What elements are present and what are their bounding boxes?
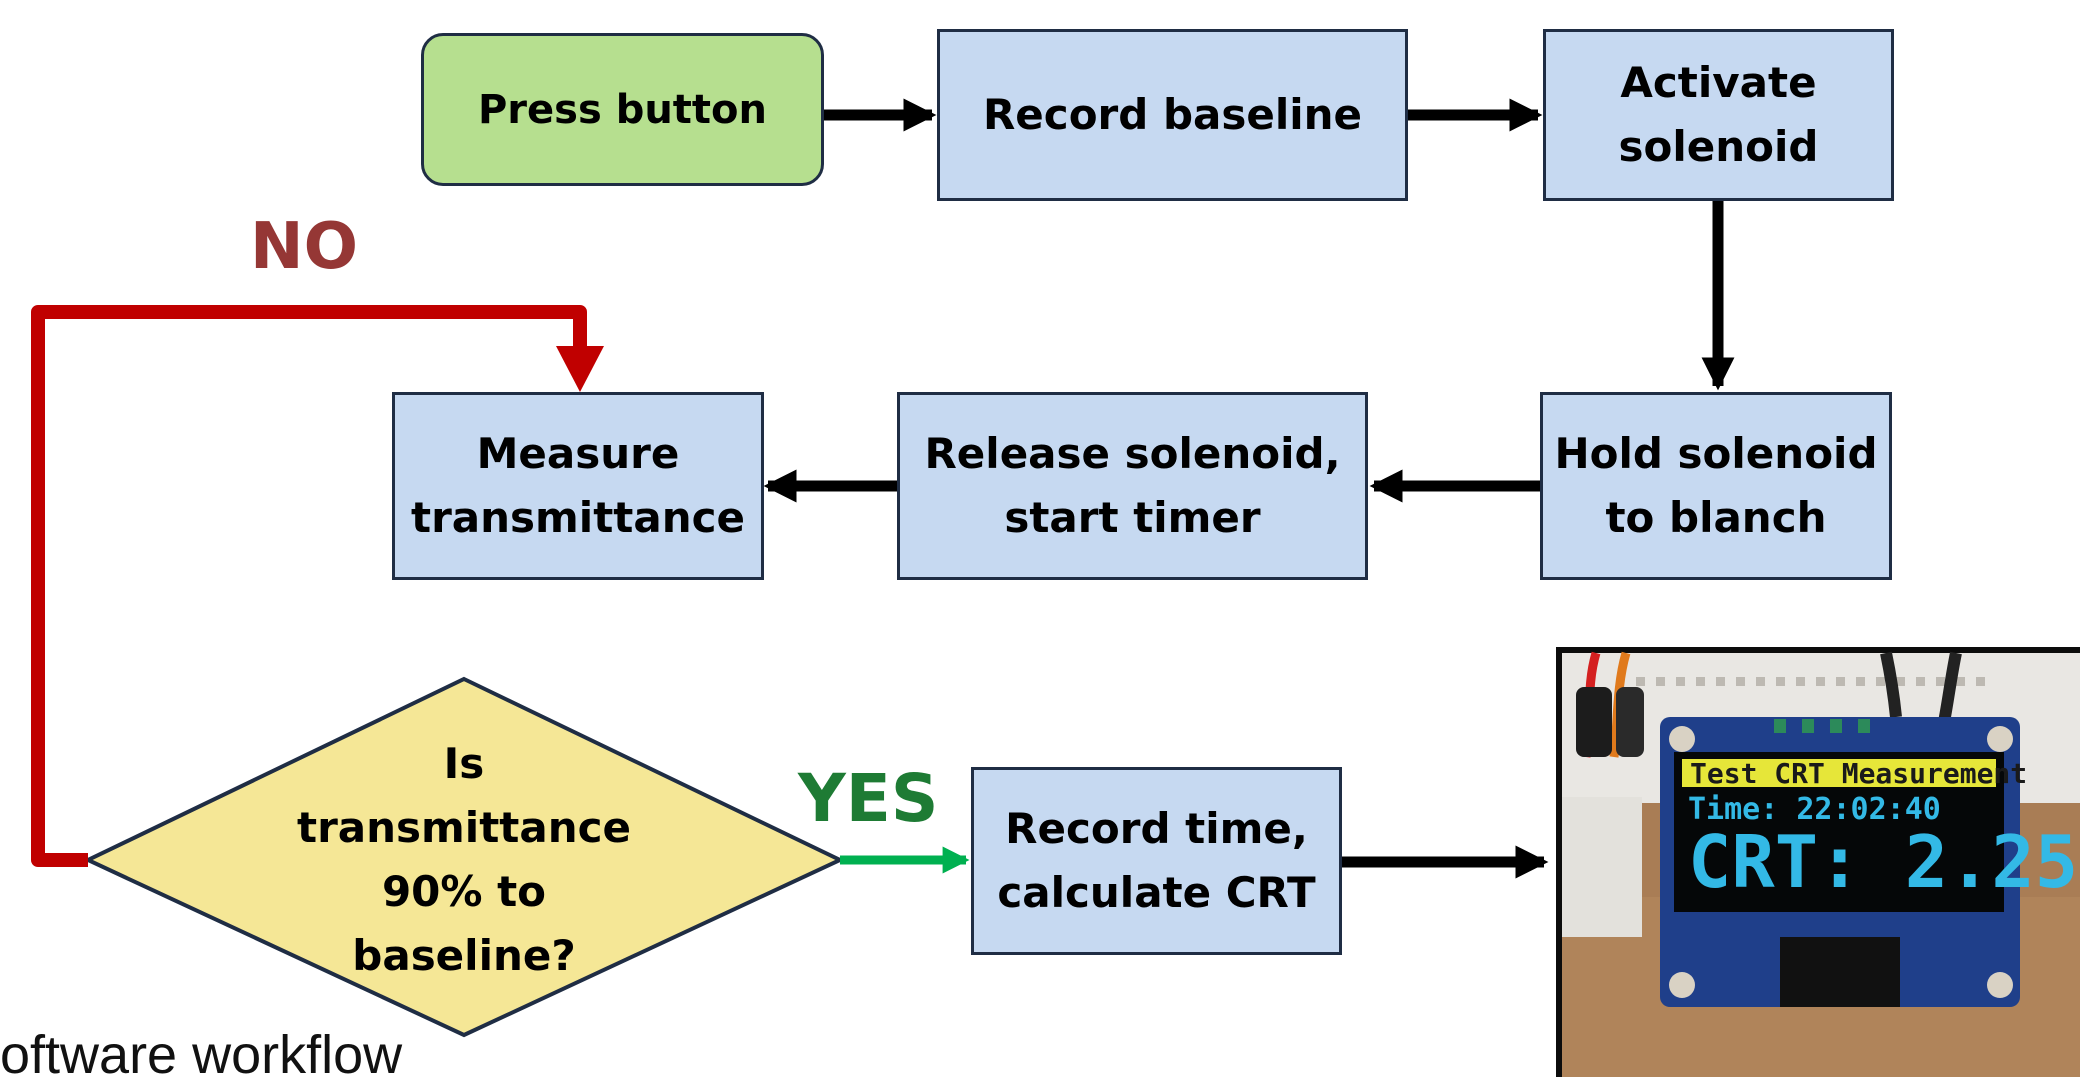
- oled-display-photo: Test CRT Measurement Time: 22:02:40 CRT:…: [1556, 647, 2080, 1077]
- figure-caption: oftware workflow: [0, 1025, 403, 1085]
- display-time: Time: 22:02:40: [1688, 792, 1941, 827]
- display-crt: CRT: 2.25s: [1688, 820, 2080, 904]
- step-press-button: Press button: [421, 33, 824, 186]
- no-label: NO: [250, 210, 358, 284]
- display-title: Test CRT Measurement: [1690, 757, 2027, 790]
- step-record-baseline: Record baseline: [937, 29, 1408, 201]
- step-measure-transmittance: Measure transmittance: [392, 392, 764, 580]
- arrow-no-loop: [31, 305, 587, 867]
- arrow-no-head: [556, 346, 604, 392]
- step-activate-solenoid: Activate solenoid: [1543, 29, 1894, 201]
- yes-label: YES: [798, 760, 939, 837]
- decision-diamond: [83, 676, 845, 1038]
- step-hold-solenoid: Hold solenoid to blanch: [1540, 392, 1892, 580]
- step-record-time: Record time, calculate CRT: [971, 767, 1342, 955]
- decision-question: Is transmittance 90% to baseline?: [297, 739, 631, 980]
- step-release-solenoid: Release solenoid, start timer: [897, 392, 1368, 580]
